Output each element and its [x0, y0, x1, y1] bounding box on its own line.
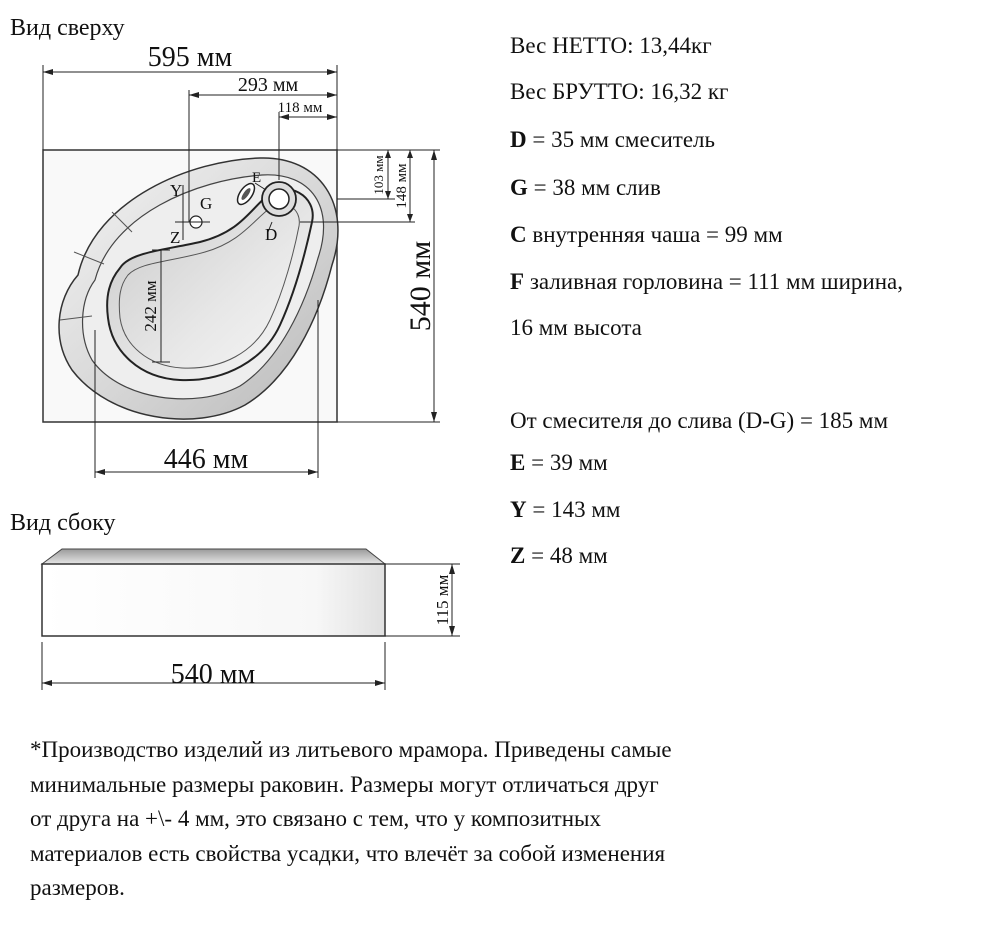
spec-d-key: D: [510, 127, 527, 152]
arrowheads: [42, 69, 455, 686]
spec-e-text: = 39 мм: [525, 450, 608, 475]
spec-c-text: внутренняя чаша = 99 мм: [526, 222, 783, 247]
dim-bowl-width: 446 мм: [164, 444, 249, 475]
spec-g-key: G: [510, 175, 528, 200]
dim-to-drain: 118 мм: [278, 100, 323, 116]
mixer-hole: [261, 181, 297, 217]
spec-f: F заливная горловина = 111 мм ширина,: [510, 269, 903, 295]
spec-d-text: = 35 мм смеситель: [526, 127, 715, 152]
overflow-slot: [236, 182, 256, 206]
spec-z: Z = 48 мм: [510, 543, 608, 569]
spec-e-key: E: [510, 450, 526, 475]
spec-e: E = 39 мм: [510, 450, 608, 476]
marker-g: G: [200, 194, 212, 213]
spec-y-key: Y: [510, 497, 527, 522]
spec-f-cont: 16 мм высота: [510, 315, 642, 340]
dim-to-mixer: 293 мм: [238, 74, 299, 96]
spec-f-text: заливная горловина = 111 мм ширина,: [524, 269, 903, 294]
top-view-dimensions: [42, 65, 440, 478]
spec-g-text: = 38 мм слив: [527, 175, 661, 200]
dim-overall-width: 595 мм: [148, 42, 233, 73]
dim-mixer-offset: 103 мм: [371, 155, 386, 194]
dim-depth: 540 мм: [404, 241, 437, 331]
marker-d: D: [265, 225, 277, 244]
dim-bowl-depth: 242 мм: [141, 280, 160, 332]
footnote-line: минимальные размеры раковин. Размеры мог…: [30, 771, 659, 797]
spec-c: C внутренняя чаша = 99 мм: [510, 222, 783, 248]
footnote: *Производство изделий из литьевого мрамо…: [30, 733, 930, 906]
footnote-line: материалов есть свойства усадки, что вле…: [30, 840, 666, 866]
marker-z: Z: [170, 228, 180, 247]
spec-mixer-to-drain: От смесителя до слива (D-G) = 185 мм: [510, 408, 889, 433]
side-view-drawing: [40, 548, 387, 637]
top-view-drawing: [42, 149, 339, 423]
side-view-dimensions: [41, 563, 460, 690]
marker-e: E: [252, 170, 261, 186]
marker-y: Y: [170, 181, 182, 200]
spec-z-text: = 48 мм: [525, 543, 608, 568]
bowl: [106, 188, 314, 382]
footnote-line: от друга на +\- 4 мм, это связано с тем,…: [30, 806, 601, 831]
dim-side-height: 115 мм: [433, 574, 452, 625]
footnote-line: размеров.: [30, 875, 125, 900]
top-view-title: Вид сверху: [10, 15, 125, 41]
spec-y: Y = 143 мм: [510, 497, 620, 523]
spec-c-key: C: [510, 222, 527, 247]
spec-f-key: F: [510, 269, 525, 294]
spec-z-key: Z: [510, 543, 526, 568]
side-top-rim: [40, 548, 387, 565]
spec-gross-weight: Вес БРУТТО: 16,32 кг: [510, 79, 729, 104]
spec-y-text: = 143 мм: [526, 497, 621, 522]
side-view-title: Вид сбоку: [10, 510, 116, 536]
dim-drain-offset: 148 мм: [394, 163, 410, 209]
footnote-line: *Производство изделий из литьевого мрамо…: [30, 737, 672, 762]
spec-g: G = 38 мм слив: [510, 175, 661, 201]
spec-net-weight: Вес НЕТТО: 13,44кг: [510, 33, 712, 58]
spec-d: D = 35 мм смеситель: [510, 127, 715, 153]
dim-side-length: 540 мм: [171, 659, 256, 690]
side-body: [41, 563, 386, 637]
